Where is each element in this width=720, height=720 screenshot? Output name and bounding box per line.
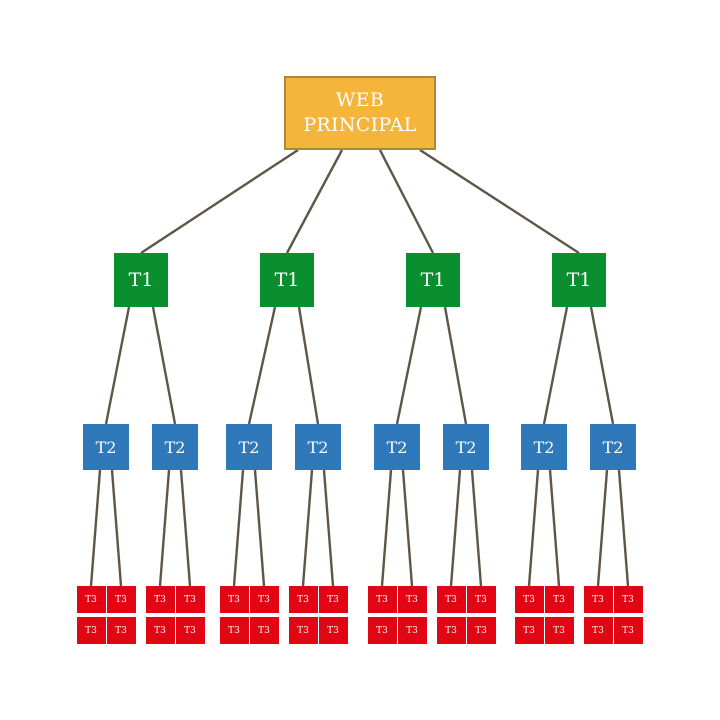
- t3-node: T3: [436, 617, 466, 644]
- t2-node: T2: [521, 424, 567, 470]
- edge-t2-t3: [158, 469, 171, 587]
- t3-node: T3: [466, 586, 496, 613]
- t2-node: T2: [152, 424, 198, 470]
- edge-t2-t3: [449, 469, 462, 587]
- web-principal-node: WEB PRINCIPAL: [284, 76, 436, 150]
- t3-node: T3: [318, 617, 348, 644]
- t3-node: T3: [613, 617, 643, 644]
- t3-node: T3: [397, 617, 427, 644]
- t3-node: T3: [544, 586, 574, 613]
- t3-node: T3: [76, 586, 106, 613]
- t3-node: T3: [367, 586, 397, 613]
- t3-node: T3: [76, 617, 106, 644]
- edge-t2-t3: [470, 469, 483, 587]
- t3-node: T3: [466, 617, 496, 644]
- t3-node: T3: [288, 617, 318, 644]
- t3-node: T3: [175, 586, 205, 613]
- edge-root-t1: [285, 149, 344, 254]
- edge-t1-t2: [151, 306, 177, 425]
- edge-t2-t3: [617, 469, 630, 587]
- edge-t1-t2: [395, 306, 423, 425]
- t3-node: T3: [583, 586, 613, 613]
- t3-node: T3: [219, 617, 249, 644]
- edge-t1-t2: [104, 306, 131, 425]
- edge-root-t1: [140, 148, 299, 255]
- t1-node: T1: [114, 253, 168, 307]
- edge-t2-t3: [301, 469, 314, 587]
- t2-node: T2: [295, 424, 341, 470]
- edge-t2-t3: [179, 469, 192, 587]
- t2-node: T2: [83, 424, 129, 470]
- t2-node: T2: [374, 424, 420, 470]
- edge-t2-t3: [401, 469, 414, 587]
- t3-node: T3: [249, 617, 279, 644]
- t1-node: T1: [260, 253, 314, 307]
- t3-node: T3: [249, 586, 279, 613]
- edge-t2-t3: [596, 469, 609, 587]
- edge-root-t1: [419, 148, 580, 255]
- t3-node: T3: [106, 586, 136, 613]
- edge-t2-t3: [89, 469, 102, 587]
- edge-t2-t3: [253, 469, 266, 587]
- t3-node: T3: [145, 617, 175, 644]
- t3-node: T3: [583, 617, 613, 644]
- t3-node: T3: [613, 586, 643, 613]
- t3-node: T3: [175, 617, 205, 644]
- t3-node: T3: [106, 617, 136, 644]
- t3-node: T3: [514, 617, 544, 644]
- t3-node: T3: [318, 586, 348, 613]
- edge-t2-t3: [527, 469, 540, 587]
- t3-node: T3: [288, 586, 318, 613]
- edge-t2-t3: [548, 469, 561, 587]
- edge-t2-t3: [110, 469, 123, 587]
- t3-node: T3: [219, 586, 249, 613]
- t1-node: T1: [552, 253, 606, 307]
- t2-node: T2: [226, 424, 272, 470]
- edge-t2-t3: [322, 469, 335, 587]
- t3-node: T3: [514, 586, 544, 613]
- t1-node: T1: [406, 253, 460, 307]
- t3-node: T3: [544, 617, 574, 644]
- edge-t2-t3: [232, 469, 245, 587]
- t3-node: T3: [145, 586, 175, 613]
- t2-node: T2: [590, 424, 636, 470]
- edge-t1-t2: [247, 306, 277, 425]
- t3-node: T3: [367, 617, 397, 644]
- t3-node: T3: [397, 586, 427, 613]
- edge-t1-t2: [589, 306, 615, 425]
- edge-t1-t2: [297, 306, 320, 425]
- edge-root-t1: [378, 149, 435, 254]
- t2-node: T2: [443, 424, 489, 470]
- t3-node: T3: [436, 586, 466, 613]
- edge-t1-t2: [542, 306, 569, 425]
- edge-t2-t3: [380, 469, 393, 587]
- edge-t1-t2: [443, 306, 468, 425]
